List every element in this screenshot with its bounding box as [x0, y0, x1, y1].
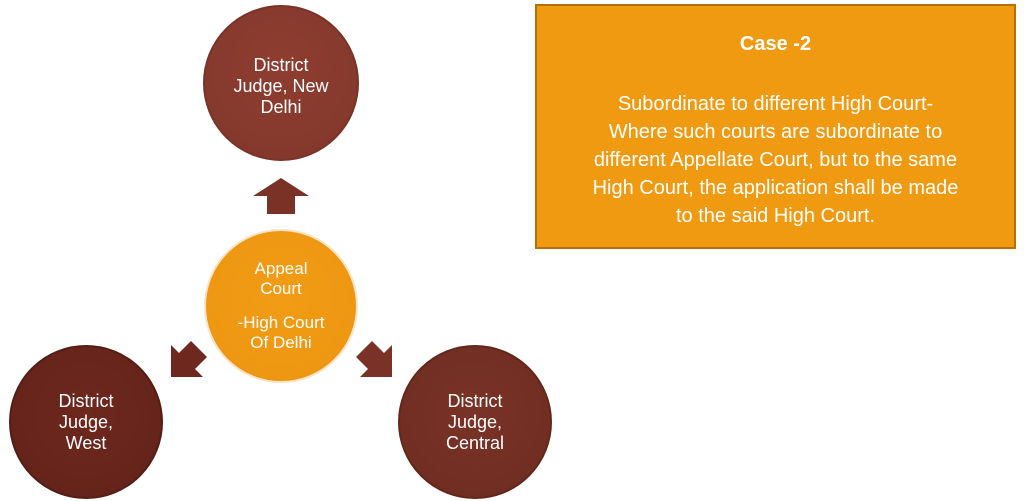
node-district-judge-west: District Judge, West [9, 345, 163, 499]
node-appeal-court-high-court-of-delhi: Appeal Court -High Court Of Delhi [204, 229, 358, 383]
node-label-line: District [253, 54, 309, 75]
case-body-text: Subordinate to different High Court- Whe… [592, 93, 959, 227]
node-label-line: District [58, 390, 114, 411]
case-title: Case -2 [739, 33, 812, 55]
node-label-line: Central [445, 432, 505, 453]
node-label-line: Judge, [447, 411, 503, 432]
arrow-down-right-icon [356, 341, 392, 377]
node-label-line: Appeal [254, 259, 308, 278]
node-district-judge-central: District Judge, Central [398, 345, 552, 499]
case-description-box: Case -2 Subordinate to different High Co… [535, 4, 1016, 249]
node-district-judge-new-delhi: District Judge, New Delhi [203, 5, 359, 161]
node-label-line: Judge, [58, 411, 114, 432]
arrow-up-icon [253, 178, 309, 214]
node-label-line: West [65, 432, 107, 453]
node-label-line: -High Court [237, 313, 325, 332]
node-label-line: Of Delhi [250, 333, 312, 352]
node-label-line: Delhi [260, 96, 302, 117]
arrow-down-left-icon [171, 341, 207, 377]
node-label-line: Judge, New [233, 75, 329, 96]
node-label-line: District [447, 390, 503, 411]
node-label-line: Court [260, 279, 302, 298]
